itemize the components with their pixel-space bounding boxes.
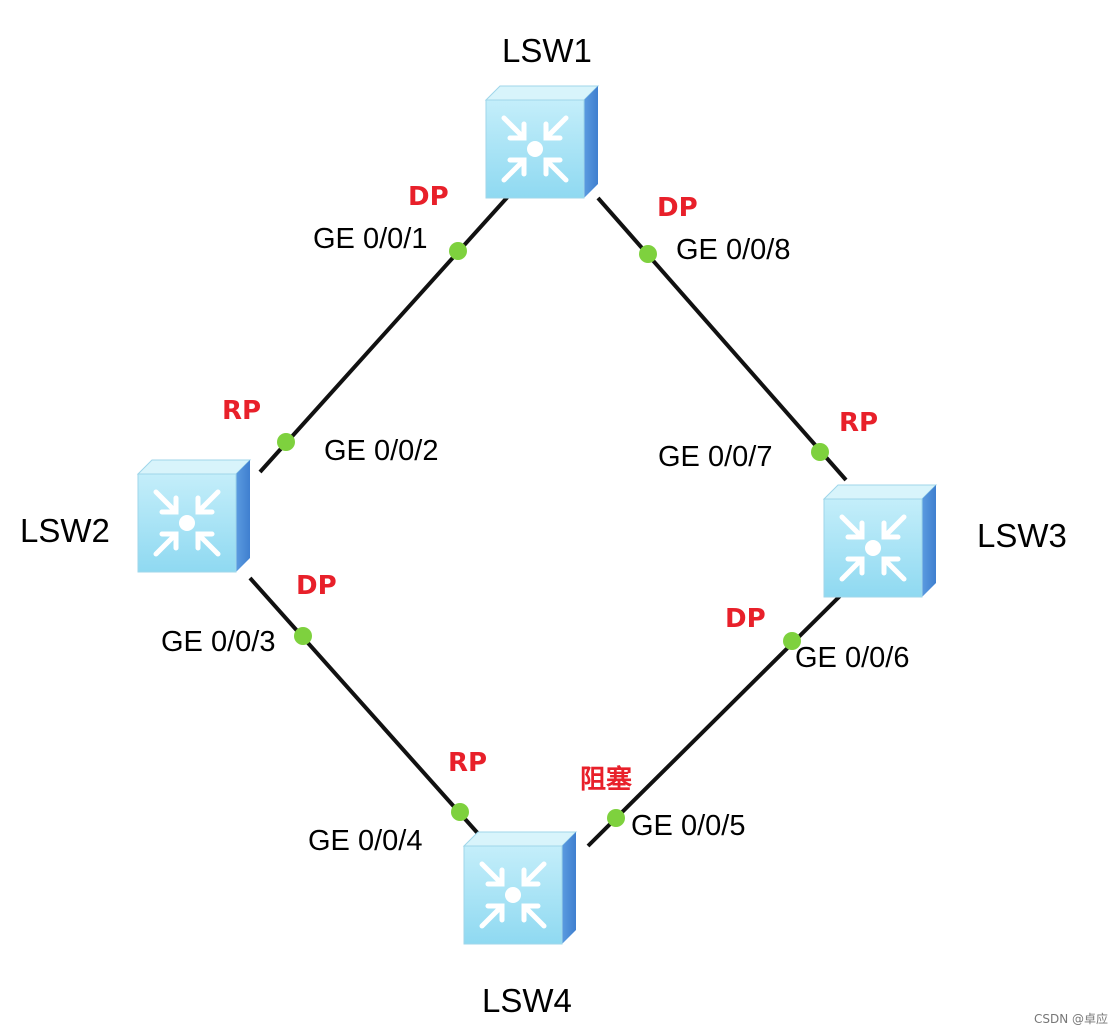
port-label-ge006: GE 0/0/6 <box>795 642 910 674</box>
port-dot-002 <box>277 433 295 451</box>
role-label-ge007: RP <box>839 408 879 438</box>
role-label-ge003: DP <box>296 571 337 601</box>
port-dot-001 <box>449 242 467 260</box>
link-lsw1-lsw2 <box>258 190 514 474</box>
port-label-ge003: GE 0/0/3 <box>161 626 276 658</box>
link-lsw2-lsw4 <box>248 576 484 840</box>
port-label-ge005: GE 0/0/5 <box>631 810 746 842</box>
lsw1-core-switch-icon <box>486 86 598 198</box>
lsw3-core-switch-icon <box>824 485 936 597</box>
role-label-ge004: RP <box>448 748 488 778</box>
port-dot-008 <box>639 245 657 263</box>
switch-label-lsw1: LSW1 <box>502 32 592 69</box>
watermark: CSDN @卓应 <box>1034 1012 1109 1026</box>
port-label-ge007: GE 0/0/7 <box>658 441 773 473</box>
switch-label-lsw2: LSW2 <box>20 512 110 549</box>
lsw2-core-switch-icon <box>138 460 250 572</box>
role-label-ge005-blocked: 阻塞 <box>580 765 633 795</box>
port-dot-003 <box>294 627 312 645</box>
link-lsw1-lsw3 <box>596 196 848 482</box>
port-label-ge008: GE 0/0/8 <box>676 234 791 266</box>
lsw4-core-switch-icon <box>464 832 576 944</box>
role-label-ge001: DP <box>408 182 449 212</box>
link-lsw3-lsw4 <box>586 586 850 848</box>
port-dot-005 <box>607 809 625 827</box>
port-dot-007 <box>811 443 829 461</box>
port-label-ge002: GE 0/0/2 <box>324 435 439 467</box>
port-dot-006 <box>783 632 801 650</box>
role-label-ge008: DP <box>657 193 698 223</box>
switch-label-lsw3: LSW3 <box>977 517 1067 554</box>
port-dot-004 <box>451 803 469 821</box>
role-label-ge006: DP <box>725 604 766 634</box>
port-label-ge001: GE 0/0/1 <box>313 223 428 255</box>
role-label-ge002: RP <box>222 396 262 426</box>
switch-label-lsw4: LSW4 <box>482 982 572 1019</box>
port-label-ge004: GE 0/0/4 <box>308 825 423 857</box>
